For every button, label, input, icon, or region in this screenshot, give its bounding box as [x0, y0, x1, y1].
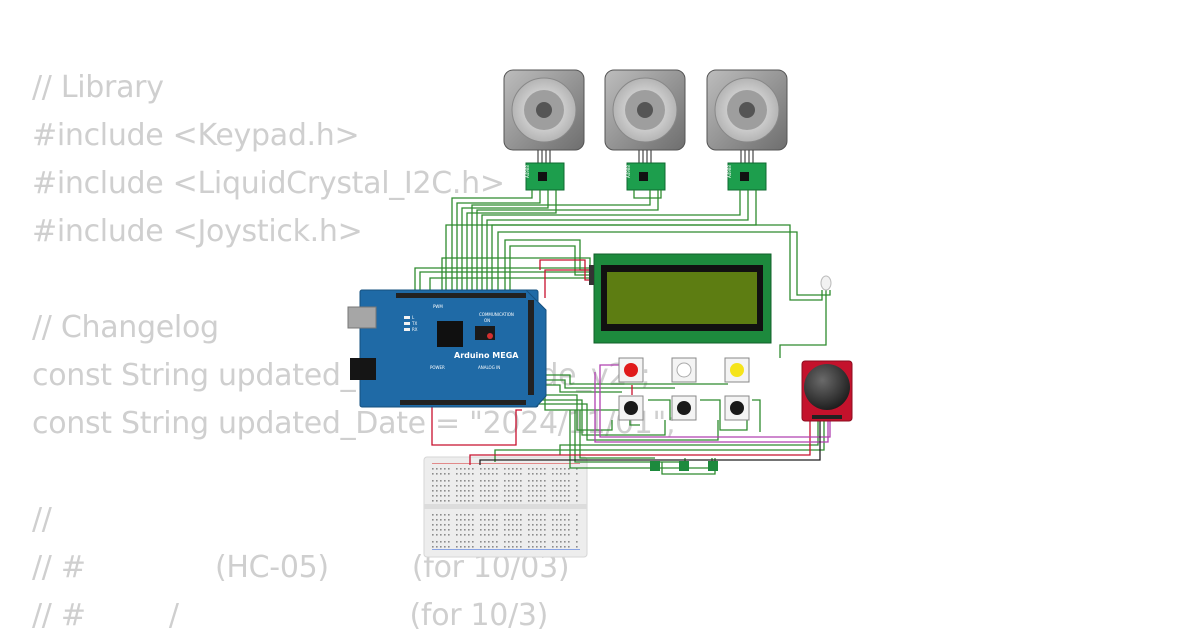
push-button-black-1 — [618, 395, 644, 421]
stepper-motor-3 — [706, 69, 788, 151]
breadboard-holes — [432, 468, 578, 548]
stepper-driver-2: A4988 — [626, 162, 666, 191]
stepper-driver-3: A4988 — [727, 162, 767, 191]
board-name: Arduino MEGA — [454, 351, 519, 360]
motor-leads — [537, 150, 754, 163]
analog-header — [400, 400, 526, 405]
pwm-label: PWM — [433, 304, 443, 309]
circuit-diagram: A4988 A4988 A4988 — [347, 69, 853, 558]
stepper-driver-1: A4988 — [525, 162, 565, 191]
stepper-motor-2 — [604, 69, 686, 151]
joystick-module — [801, 360, 853, 422]
l-led-label: L — [412, 315, 415, 320]
arduino-mega-board: L TX RX PWM COMMUNICATION ON Arduino MEG… — [347, 289, 547, 408]
digital-header — [396, 293, 526, 298]
code-line: // # (HC-05) (for 10/03) — [32, 550, 570, 585]
driver-label: A4988 — [626, 165, 631, 178]
code-line: #include <Joystick.h> — [32, 214, 363, 249]
driver-label: A4988 — [727, 165, 732, 178]
wires-green — [414, 190, 831, 475]
code-line: // # / (for 10/3) — [32, 598, 549, 633]
side-header — [528, 300, 534, 395]
resistors — [650, 461, 718, 471]
usb-connector — [347, 306, 377, 329]
analog-in-label: ANALOG IN — [478, 365, 500, 370]
lcd-display — [589, 253, 772, 344]
communication-label: COMMUNICATION — [479, 312, 514, 317]
power-label: POWER — [430, 365, 445, 370]
power-jack — [350, 358, 376, 380]
push-button-black-2 — [671, 395, 697, 421]
microcontroller-chip — [437, 321, 463, 347]
wires-magenta — [479, 364, 831, 465]
push-button-red — [618, 357, 644, 383]
code-line: // — [32, 502, 52, 537]
code-line: // Changelog — [32, 310, 219, 345]
status-led — [820, 275, 832, 291]
reset-button — [487, 333, 493, 339]
push-button-white — [671, 357, 697, 383]
push-button-black-3 — [724, 395, 750, 421]
code-overlay: // Library #include <Keypad.h> #include … — [32, 68, 676, 644]
code-line: // Library — [32, 70, 164, 105]
code-line: #include <Keypad.h> — [32, 118, 360, 153]
code-line: #include <LiquidCrystal_I2C.h> — [32, 166, 505, 201]
breadboard — [423, 456, 588, 558]
push-button-yellow — [724, 357, 750, 383]
on-label: ON — [484, 318, 490, 323]
stepper-motor-1 — [503, 69, 585, 151]
driver-label: A4988 — [525, 165, 530, 178]
rx-led-label: RX — [412, 327, 418, 332]
tx-led-label: TX — [411, 321, 417, 326]
